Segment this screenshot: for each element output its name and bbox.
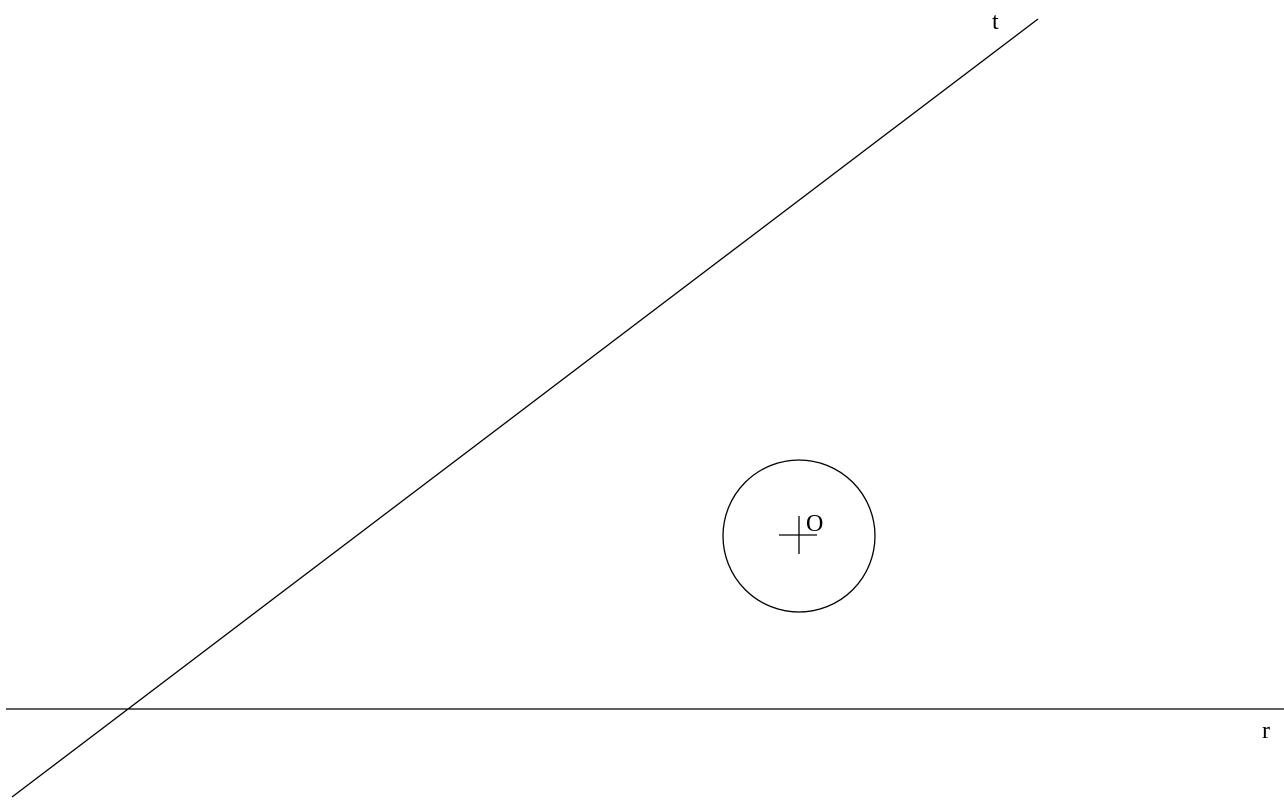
circle: [722, 459, 876, 613]
line-t-label: t: [992, 9, 999, 35]
center-label: O: [806, 511, 823, 537]
line-r-label: r: [1262, 718, 1270, 744]
line-t: [11, 18, 1039, 798]
center-point-mark: [779, 516, 817, 554]
